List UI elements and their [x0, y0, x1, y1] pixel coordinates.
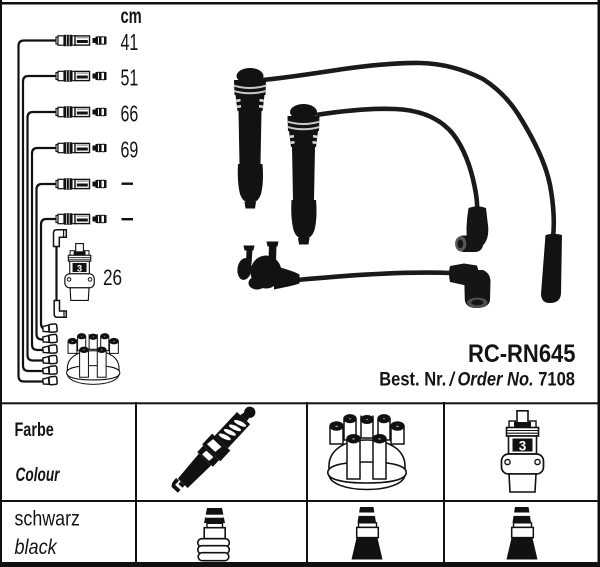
- svg-text:schwarz: schwarz: [15, 507, 80, 531]
- svg-text:black: black: [15, 536, 58, 560]
- svg-text:66: 66: [121, 101, 139, 127]
- svg-text:41: 41: [121, 30, 139, 56]
- svg-text:51: 51: [121, 65, 139, 91]
- svg-text:26: 26: [103, 266, 122, 291]
- svg-text:cm: cm: [121, 4, 142, 27]
- svg-text:Farbe: Farbe: [15, 418, 54, 441]
- svg-text:RC-RN645: RC-RN645: [468, 340, 576, 368]
- svg-text:69: 69: [121, 137, 139, 163]
- svg-text:Colour: Colour: [16, 464, 61, 486]
- svg-text:Best. Nr. / Order No. 7108: Best. Nr. / Order No. 7108: [379, 368, 575, 389]
